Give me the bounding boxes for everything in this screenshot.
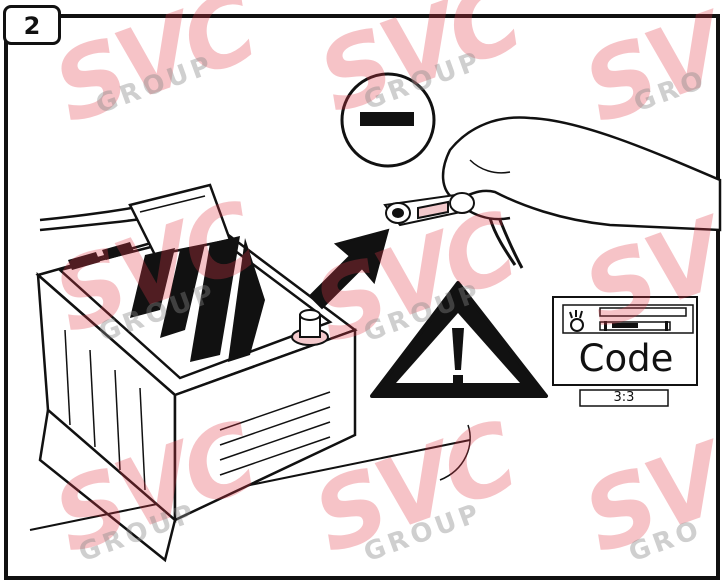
step-number-badge: 2 [3,5,61,45]
step-number: 2 [6,12,58,40]
code-label: Code [556,337,696,381]
radio-knob-icon [571,319,583,331]
minus-circle-icon [342,74,434,166]
code-step-counter: 3:3 [580,390,668,406]
